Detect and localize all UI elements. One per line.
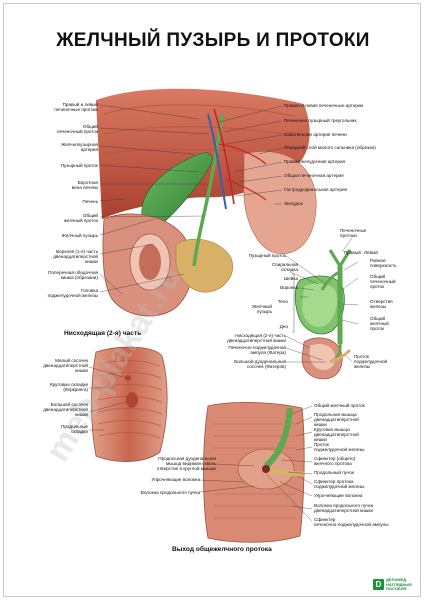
label-transverse-colon: Поперечная ободочная кишка (обрезана) <box>48 270 98 281</box>
label-duodenum-upper: Верхняя (1-я) часть двенадцатиперстной к… <box>53 249 98 265</box>
anatomy-poster: ЖЕЛЧНЫЙ ПУЗЫРЬ И ПРОТОКИ <box>3 3 421 597</box>
duodenum-panel-leaders <box>88 366 127 431</box>
label-right: Правый <box>344 250 361 255</box>
pancreas-head-shape <box>175 238 234 293</box>
poster-title: ЖЕЛЧНЫЙ ПУЗЫРЬ И ПРОТОКИ <box>56 30 370 51</box>
label-longitudinal-bundle-fibers-left: Волокна продольного пучка <box>140 490 200 495</box>
label-infundibulum: Воронка <box>280 285 298 290</box>
label-right-gastric-artery: Правая желудочная артерия <box>284 159 346 164</box>
label-cystic-artery: Желчнопузырная артерия <box>61 142 98 153</box>
sphincter-panel <box>203 401 305 543</box>
label-neck: Шейка <box>284 276 298 281</box>
label-gastroduodenal-artery: Гастродуоденальная артерия <box>284 187 348 192</box>
label-cystic-duct-panel: Пузырный проток <box>248 253 286 258</box>
logo-mark-icon: D <box>373 579 385 591</box>
logo-text: ДЕЛАМЕД НАГЛЯДНЫЕ ПОСОБИЯ <box>386 577 412 591</box>
label-longitudinal-muscle: Продольная мышца двенадцатиперстной кишк… <box>314 412 359 428</box>
label-common-hepatic-duct: Общий печеночный проток <box>56 124 98 135</box>
label-hepatocystic-triangle: Печеночно пузырный треугольник <box>284 118 357 123</box>
label-common-bile-duct-panel: Общий желчный проток <box>370 316 389 332</box>
label-pancreas-head: Головка поджелудочной железы <box>47 288 98 299</box>
label-stomach: Желудок <box>284 201 303 206</box>
label-pancreatic-sphincter: Сфинктер протока поджелудочной железы <box>314 479 365 490</box>
illustrations: meb-plakat.ru <box>39 88 359 543</box>
label-major-papilla-duodenum: Большой сосочек двенадцатиперстной кишки <box>43 402 88 418</box>
label-gallbladder-panel: Желчный пузырь <box>252 304 272 315</box>
label-reinforcing-fibers-left: Упрочняющие волокна <box>151 477 200 482</box>
label-liver: Печень <box>82 199 98 204</box>
label-common-hepatic-duct-panel: Общий печеночный проток <box>370 274 396 290</box>
label-fundus: Дно <box>279 324 288 329</box>
label-hepatic-ducts: Правый и левый печеночные протоки <box>54 102 98 113</box>
label-common-bile-duct-sphincter: Общий желчный проток <box>314 403 365 408</box>
gallbladder-panel-leaders <box>285 237 359 363</box>
label-bile-duct-sphincter: Сфинктер (общего) желчного протока <box>314 456 356 467</box>
main-right-leaders <box>218 105 283 205</box>
label-descending-duodenum-panel: Нисходящая (2-я) часть двенадцатиперстно… <box>227 333 286 344</box>
label-reinforcing-fibers-right: Упрочняющие волокна <box>314 493 363 498</box>
label-pancreatic-duct-sphincter: Проток поджелудочной железы <box>314 442 365 453</box>
duodenum-panel <box>91 346 168 462</box>
label-spiral-fold: Спиральная складка <box>271 262 298 273</box>
caption-bile-duct-exit: Выход общежелчного протока <box>172 546 272 553</box>
label-circular-folds: Круговые складки (Керкринга) <box>49 382 88 393</box>
main-left-leaders <box>99 104 210 295</box>
sphincter-panel-leaders <box>199 405 313 522</box>
label-longitudinal-folds: Продольные складки <box>61 424 88 435</box>
label-longitudinal-bundle: Продольный пучок <box>314 470 354 475</box>
label-body: Тело <box>277 299 288 304</box>
label-circular-muscle: Круговая мышца двенадцатиперстной кишки <box>314 427 359 443</box>
label-gallbladder: Желчный пузырь <box>61 233 98 238</box>
label-hepatic-arteries: Правая и левая печеночные артерии <box>284 103 364 108</box>
caption-descending-part: Нисходящая (2-я) часть <box>64 330 142 337</box>
publisher-logo: D ДЕЛАМЕД НАГЛЯДНЫЕ ПОСОБИЯ <box>373 578 412 591</box>
bile-duct-path <box>192 113 224 267</box>
label-cystic-duct: Пузырный проток <box>60 163 98 168</box>
label-portal-vein: Воротная вена печени <box>71 180 98 191</box>
label-proper-hepatic-artery: Собственная артерия печени <box>284 132 347 137</box>
label-major-papilla: Большой дуоденальный сосочек (Фатеров) <box>234 359 286 370</box>
label-ampulla: Печеночно-поджелудочная ампула (Фатера) <box>228 345 286 356</box>
label-smooth-surface: Ровная поверхность <box>370 258 397 269</box>
label-minor-papilla: Малый сосочек двенадцатиперстной кишки <box>43 358 88 374</box>
label-gland-openings: Отверстия железы <box>370 299 393 310</box>
label-common-hepatic-artery: Общая печеночная артерия <box>284 173 344 178</box>
label-longitudinal-bundle-duodenum: Волокна продольного пучка двенадцатиперс… <box>314 503 374 514</box>
main-illustration <box>96 88 317 317</box>
stomach-shape <box>243 151 317 254</box>
label-ampulla-sphincter: Сфинктер печеночно-поджелудочной ампулы <box>314 517 389 528</box>
label-pancreatic-duct-panel: Проток поджелудочной железы <box>354 354 388 370</box>
label-longitudinal-duodenal-muscle: Продольная дуоденальная мышца видимая ск… <box>156 456 216 472</box>
gallbladder-panel <box>292 249 352 380</box>
label-common-bile-duct: Общий желчный проток <box>63 213 98 224</box>
label-lesser-omentum: Передний слой малого сальника (обрезан) <box>284 145 376 150</box>
label-hepatic-ducts-panel: Печеночные протоки <box>340 228 367 239</box>
label-left: Левый <box>364 250 378 255</box>
